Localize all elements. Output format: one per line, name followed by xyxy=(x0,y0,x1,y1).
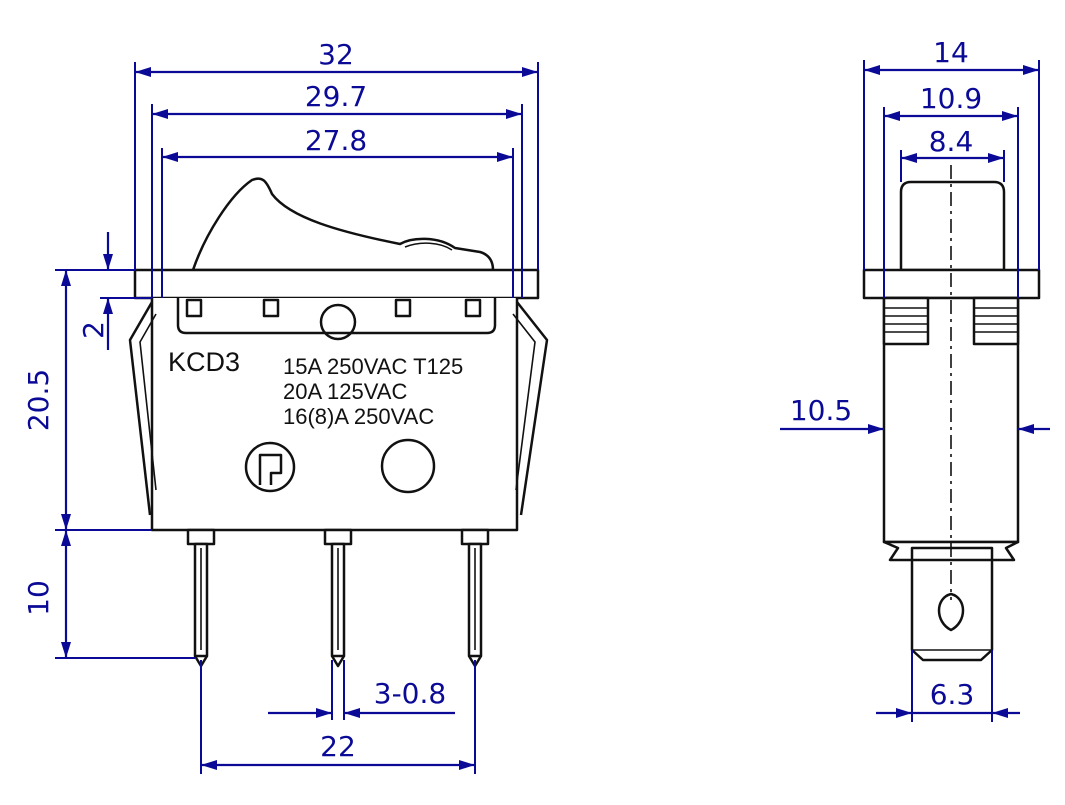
dim-label-32: 32 xyxy=(318,38,354,71)
model-label: KCD3 xyxy=(168,347,240,377)
side-terminal-hole xyxy=(937,592,965,632)
tab-4 xyxy=(464,298,482,318)
front-dimensions: 32 29.7 27.8 2 20.5 10 xyxy=(22,38,539,774)
latch-left xyxy=(128,301,154,516)
rocker-actuator xyxy=(191,177,495,272)
rating-line-3: 16(8)A 250VAC xyxy=(283,404,434,429)
latch-right xyxy=(516,301,549,516)
terminal-right xyxy=(460,528,490,668)
dim-label-6-3: 6.3 xyxy=(930,678,975,711)
side-view xyxy=(862,165,1041,662)
side-terminal xyxy=(910,558,994,662)
tab-2 xyxy=(262,298,280,318)
dim-label-10-9: 10.9 xyxy=(920,82,982,115)
tab-1 xyxy=(185,298,203,318)
side-base xyxy=(882,540,1020,562)
certification-mark-icon xyxy=(244,441,296,493)
dim-label-10-5: 10.5 xyxy=(790,394,852,427)
tab-3 xyxy=(394,298,412,318)
dim-label-14: 14 xyxy=(933,36,969,69)
front-view: KCD3 15A 250VAC T125 20A 125VAC 16(8)A 2… xyxy=(128,177,549,668)
rating-line-1: 15A 250VAC T125 xyxy=(283,354,463,379)
front-recess xyxy=(176,298,497,335)
dim-label-22: 22 xyxy=(320,730,356,763)
dim-label-2: 2 xyxy=(77,321,110,339)
latch-right-inner xyxy=(512,313,536,491)
dim-label-29-7: 29.7 xyxy=(305,80,367,113)
front-flange xyxy=(133,268,540,300)
rocker-detail xyxy=(404,242,453,251)
dim-label-10: 10 xyxy=(22,580,55,616)
dim-label-3-0-8: 3-0.8 xyxy=(374,677,446,710)
terminal-left xyxy=(186,528,216,668)
front-lower-hole xyxy=(380,438,436,494)
side-rib-right xyxy=(972,296,1020,346)
rating-line-2: 20A 125VAC xyxy=(283,379,407,404)
dim-label-27-8: 27.8 xyxy=(305,124,367,157)
side-actuator xyxy=(899,180,1006,272)
terminal-middle xyxy=(323,528,353,668)
dim-label-8-4: 8.4 xyxy=(929,125,974,158)
latch-left-inner xyxy=(139,313,157,491)
side-rib-left xyxy=(882,296,930,346)
front-top-hole xyxy=(319,303,357,341)
dim-label-20-5: 20.5 xyxy=(22,369,55,431)
side-dimensions: 14 10.9 8.4 10.5 6.3 xyxy=(780,36,1050,722)
